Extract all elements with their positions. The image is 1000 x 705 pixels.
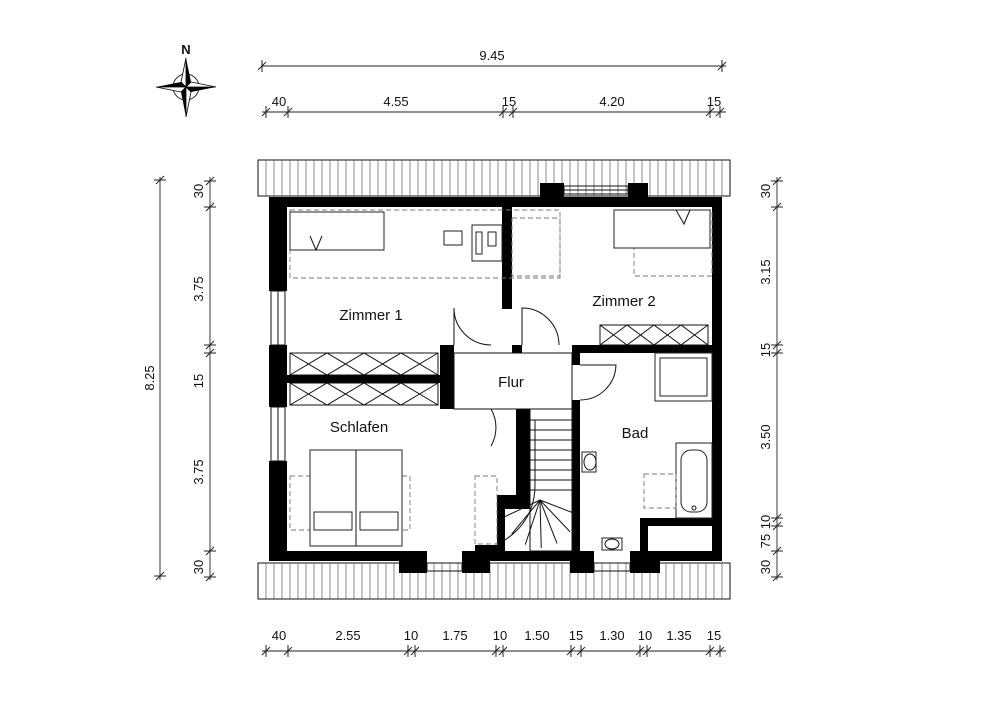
roof-eave-top <box>257 159 731 197</box>
room-label-bad: Bad <box>622 425 649 442</box>
bed-schlafen <box>289 449 498 547</box>
dim-top-4: 4.20 <box>599 94 624 109</box>
dim-right-1: 30 <box>758 184 773 198</box>
roof-eave-bottom <box>257 562 731 600</box>
dim-left-1: 30 <box>191 184 206 198</box>
dim-overall-depth: 8.25 <box>142 365 157 390</box>
compass-label: N <box>181 42 190 57</box>
dim-left-2: 3.75 <box>191 276 206 301</box>
dim-right-3: 15 <box>758 343 773 357</box>
dim-bottom-11: 15 <box>707 628 721 643</box>
dimension-top-overall: 9.45 <box>257 48 727 72</box>
dim-bottom-2: 2.55 <box>335 628 360 643</box>
dimension-bottom-row: 40 2.55 10 1.75 10 1.50 15 1.30 10 1.35 … <box>261 628 726 657</box>
dim-bottom-3: 10 <box>404 628 418 643</box>
north-arrow-icon: N <box>155 42 217 118</box>
dim-top-3: 15 <box>502 94 516 109</box>
dim-bottom-9: 10 <box>638 628 652 643</box>
dimension-top-row: 40 4.55 15 4.20 15 <box>261 94 726 118</box>
dim-right-5: 10 <box>758 515 773 529</box>
dim-bottom-5: 10 <box>493 628 507 643</box>
dim-right-6: 75 <box>758 534 773 548</box>
dim-bottom-10: 1.35 <box>666 628 691 643</box>
walls <box>269 183 722 573</box>
room-label-schlafen: Schlafen <box>330 419 388 436</box>
furniture-zimmer1 <box>289 209 561 279</box>
dimension-right-col: 30 3.15 15 3.50 10 75 30 <box>758 176 783 582</box>
bathroom-fixtures <box>581 352 713 551</box>
dim-bottom-1: 40 <box>272 628 286 643</box>
dim-bottom-4: 1.75 <box>442 628 467 643</box>
dim-left-3: 15 <box>191 374 206 388</box>
dim-left-4: 3.75 <box>191 459 206 484</box>
wardrobe-zimmer1 <box>289 352 439 376</box>
dim-right-2: 3.15 <box>758 259 773 284</box>
dim-right-4: 3.50 <box>758 424 773 449</box>
furniture-zimmer2 <box>511 209 713 346</box>
dim-bottom-7: 15 <box>569 628 583 643</box>
dim-top-1: 40 <box>272 94 286 109</box>
dim-top-2: 4.55 <box>383 94 408 109</box>
dim-left-5: 30 <box>191 560 206 574</box>
windows <box>270 185 631 572</box>
room-label-flur: Flur <box>498 374 524 391</box>
dim-right-7: 30 <box>758 560 773 574</box>
dimension-left-col: 30 3.75 15 3.75 30 <box>191 176 216 582</box>
wardrobe-schlafen <box>289 382 439 406</box>
doors <box>453 307 617 447</box>
dim-bottom-8: 1.30 <box>599 628 624 643</box>
room-label-zimmer2: Zimmer 2 <box>592 293 655 310</box>
dimension-left-overall: 8.25 <box>142 175 166 581</box>
dim-top-5: 15 <box>707 94 721 109</box>
room-label-zimmer1: Zimmer 1 <box>339 307 402 324</box>
dim-overall-width: 9.45 <box>479 48 504 63</box>
dim-bottom-6: 1.50 <box>524 628 549 643</box>
staircase <box>502 408 579 552</box>
